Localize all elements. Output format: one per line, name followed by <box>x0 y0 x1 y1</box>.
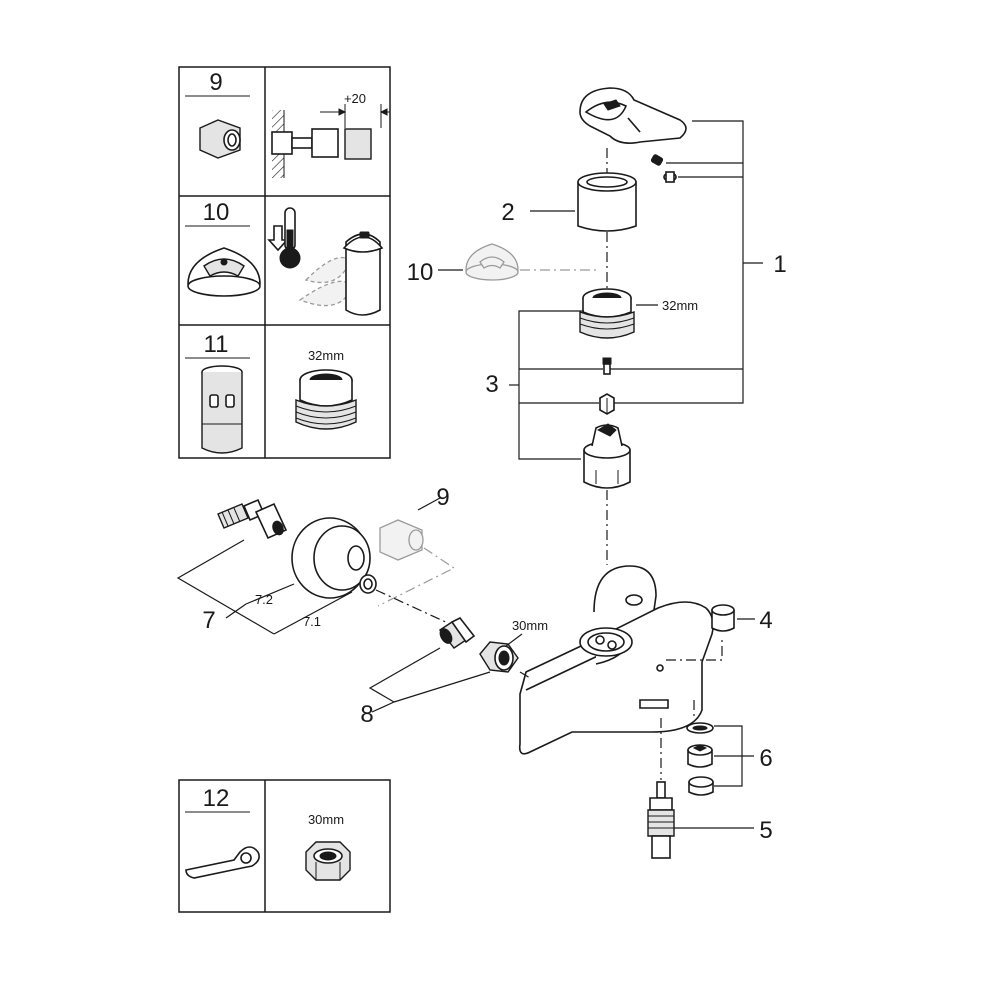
lead-1 <box>608 120 763 404</box>
spindle-adapter <box>599 393 615 415</box>
callout-6: 6 <box>759 745 772 772</box>
cartridge-nut-32mm <box>579 288 635 339</box>
s-union-connector <box>217 498 288 540</box>
callout-10: 10 <box>407 259 434 286</box>
extension-piece-icon <box>199 119 241 159</box>
plug-cap <box>711 604 735 632</box>
inset-label-11: 11 <box>204 331 229 358</box>
cartridge-nut-dimension: 32mm <box>662 298 698 313</box>
callout-4: 4 <box>759 607 772 634</box>
temperature-limiter-icon <box>267 207 384 316</box>
eccentric-nipple <box>438 616 476 649</box>
inset-table: 9 +20 <box>178 66 391 459</box>
handle-screw <box>650 154 677 183</box>
inset-table-frame <box>178 66 391 459</box>
callout-1: 1 <box>773 251 786 278</box>
callout-7-1: 7.1 <box>303 614 321 629</box>
lead-8 <box>368 647 491 713</box>
cartridge-screw <box>602 357 612 375</box>
rosette-washer <box>359 574 377 594</box>
lead-7 <box>176 539 353 635</box>
inset-label-9: 9 <box>209 69 222 96</box>
plug-axis <box>666 636 723 661</box>
lead-3 <box>509 310 603 460</box>
tool-nut-dimension: 30mm <box>308 812 344 827</box>
inset-row-10: 10 <box>185 199 384 316</box>
diverter-spindle <box>647 781 675 859</box>
tool-inset: 12 30mm <box>178 779 391 913</box>
callout-5: 5 <box>759 817 772 844</box>
nut-30mm-icon <box>305 841 351 881</box>
union-nut-30mm <box>479 641 519 673</box>
callout-7-2: 7.2 <box>255 592 273 607</box>
mixer-body <box>518 565 714 755</box>
callout-7: 7 <box>202 607 215 634</box>
cover-cap <box>577 172 637 232</box>
cartridge-key-tool-icon <box>201 365 243 454</box>
wall-rosette <box>291 517 371 599</box>
extension-install-icon: +20 <box>271 91 390 178</box>
temperature-limiter-ring <box>465 243 519 281</box>
aerator-insert <box>687 744 713 768</box>
callout-9: 9 <box>436 484 449 511</box>
limiter-ring-icon <box>187 247 261 297</box>
union-nut-dimension: 30mm <box>512 618 548 633</box>
inset-cartridge-dimension: 32mm <box>308 348 344 363</box>
inset-row-11: 11 32mm <box>185 331 357 454</box>
aerator-washer <box>686 722 714 734</box>
lever-handle <box>579 87 687 144</box>
tool-inset-label-12: 12 <box>203 785 230 812</box>
callout-2: 2 <box>501 199 514 226</box>
inset-row-9: 9 +20 <box>185 69 390 178</box>
callout-3: 3 <box>485 371 498 398</box>
wrench-icon <box>185 846 260 879</box>
extension-dimension: +20 <box>344 91 366 106</box>
tool-inset-frame <box>178 779 391 913</box>
extension-ghost <box>379 519 424 561</box>
ceramic-cartridge <box>583 423 631 489</box>
union-axis <box>375 589 451 625</box>
cartridge-32mm-icon <box>295 369 357 430</box>
aerator-housing <box>688 776 714 796</box>
inset-label-10: 10 <box>203 199 230 226</box>
callout-8: 8 <box>360 701 373 728</box>
